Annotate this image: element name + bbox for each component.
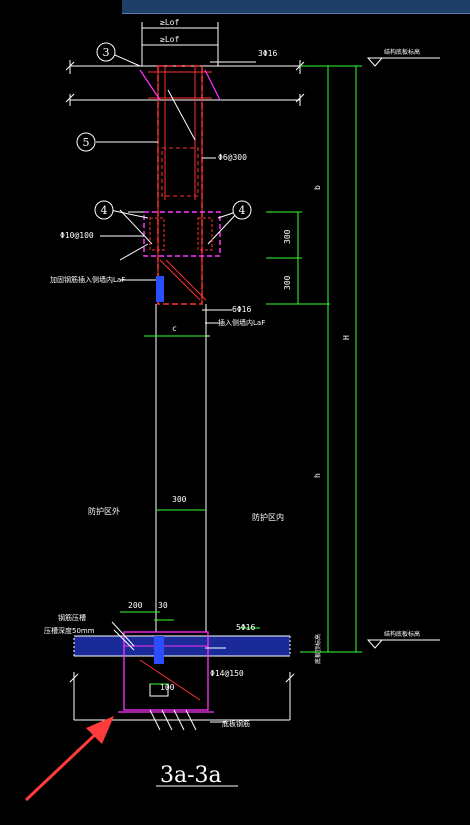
dim-100: 100 xyxy=(160,683,175,692)
joint-block xyxy=(119,209,241,302)
label-stirrup-a: Φ6@300 xyxy=(218,153,247,162)
label-stirrup-b: Φ10@100 xyxy=(60,231,94,240)
level-top: 结构底板标高 xyxy=(384,48,420,56)
label-lof-1: ≥Lof xyxy=(160,18,179,27)
section-title: 3a-3a xyxy=(160,763,222,788)
label-anchor-right: 插入侧墙内LaF xyxy=(218,318,265,327)
leader-lines xyxy=(96,22,256,787)
title-bar xyxy=(122,0,470,14)
zone-right: 防护区内 xyxy=(252,512,284,522)
dim-b: b xyxy=(313,185,322,190)
label-lof-2: ≥Lof xyxy=(160,35,179,44)
vert-note: 底板顶标高 xyxy=(314,634,322,664)
dim-h: h xyxy=(313,473,322,478)
callout-3: 3 xyxy=(103,46,110,59)
level-bottom: 结构底板标高 xyxy=(384,630,420,638)
slab-note-1: 钢筋压槽 xyxy=(58,613,86,622)
zone-left: 防护区外 xyxy=(88,506,120,516)
slab-note-2: 压槽深度50mm xyxy=(44,626,95,635)
callout-5: 5 xyxy=(83,136,90,149)
dim-H: H xyxy=(342,335,351,340)
label-foot-bars: 5Φ16 xyxy=(236,623,255,632)
lower-column xyxy=(150,304,210,632)
dim-c: c xyxy=(172,324,177,333)
label-foot-stirrup: Φ14@150 xyxy=(210,669,244,678)
annotation-arrow xyxy=(24,716,114,802)
label-top-bars: 3Φ16 xyxy=(258,49,277,58)
top-slab xyxy=(65,60,305,106)
callout-circles xyxy=(76,42,252,220)
dim-300-a: 300 xyxy=(283,229,292,244)
dim-30: 30 xyxy=(158,601,168,610)
dim-300-w: 300 xyxy=(172,495,187,504)
top-anchor-bars xyxy=(139,69,221,101)
label-anchor-left: 加固钢筋插入侧墙内LaF xyxy=(50,275,125,284)
upper-column xyxy=(148,65,212,305)
dimensions xyxy=(120,65,362,685)
bottom-slab xyxy=(69,631,295,731)
base-note: 底板钢筋 xyxy=(222,719,250,728)
callout-4-right: 4 xyxy=(239,204,246,217)
callout-4-left: 4 xyxy=(101,204,108,217)
dim-300-b: 300 xyxy=(283,275,292,290)
level-markers xyxy=(366,57,440,649)
dim-200: 200 xyxy=(128,601,143,610)
label-bot-bars: 6Φ16 xyxy=(232,305,251,314)
